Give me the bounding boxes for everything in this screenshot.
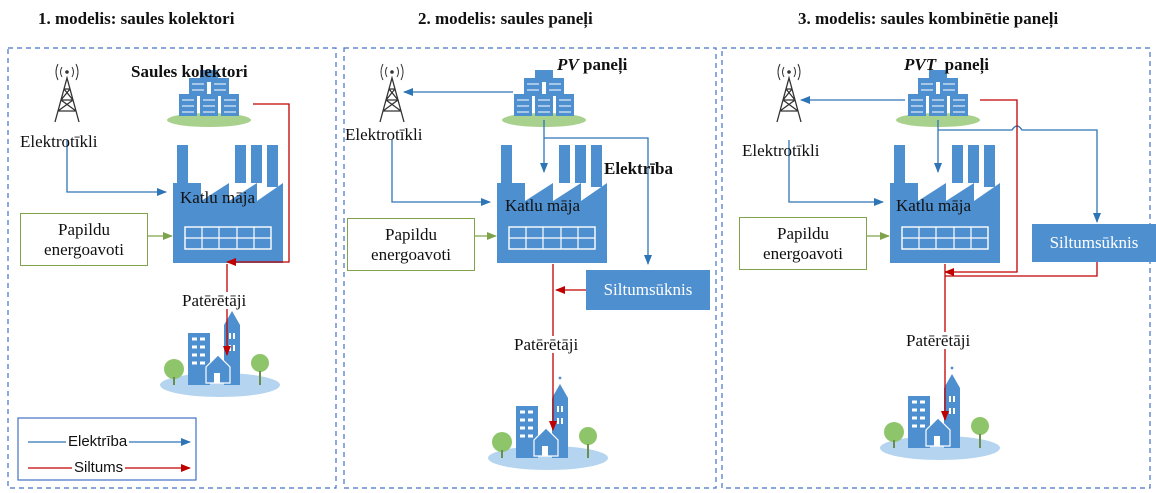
panel-2-title: 2. modelis: saules paneļi bbox=[418, 9, 593, 28]
grid-label: Elektrotīkli bbox=[742, 141, 820, 160]
panel-3-graphics bbox=[776, 63, 1101, 462]
heat-pump-box: Siltumsūknis bbox=[586, 270, 710, 310]
legend-electricity: Elektrība bbox=[66, 433, 130, 450]
consumers-label: Patērētāji bbox=[182, 291, 247, 310]
legend-heat: Siltums bbox=[72, 459, 126, 476]
boiler-house-label: Katlu māja bbox=[896, 196, 972, 215]
grid-label: Elektrotīkli bbox=[345, 125, 423, 144]
pv-panels-icon bbox=[501, 69, 587, 128]
pv-abbrev: PV bbox=[557, 55, 579, 74]
boiler-house-label: Katlu māja bbox=[180, 188, 256, 207]
panel-1-graphics bbox=[54, 63, 290, 399]
heat-pump-label: Siltumsūknis bbox=[603, 280, 693, 300]
consumers-label: Patērētāji bbox=[906, 331, 971, 350]
pvt-panels-label: PVT paneļi bbox=[904, 56, 989, 73]
grid-label: Elektrotīkli bbox=[20, 132, 98, 151]
pvt-panels-icon bbox=[895, 69, 981, 128]
consumers-icon bbox=[486, 375, 610, 472]
grid-tower-icon bbox=[776, 63, 802, 123]
consumers-icon bbox=[158, 302, 282, 399]
consumers-icon bbox=[878, 365, 1002, 462]
heat-pump-box: Siltumsūknis bbox=[1032, 224, 1156, 262]
panel-3-title: 3. modelis: saules kombinētie paneļi bbox=[798, 9, 1059, 28]
solar-collector-label: Saules kolektori bbox=[131, 62, 248, 81]
pv-panels-label: PV paneļi bbox=[557, 56, 627, 73]
heat-pump-label: Siltumsūknis bbox=[1049, 233, 1139, 253]
electricity-label: Elektrība bbox=[604, 159, 673, 178]
pv-panels-word: paneļi bbox=[578, 55, 628, 74]
panel-1-title: 1. modelis: saules kolektori bbox=[38, 9, 235, 28]
consumers-label: Patērētāji bbox=[514, 335, 579, 354]
pvt-panels-word: paneļi bbox=[936, 55, 990, 74]
boiler-house-label: Katlu māja bbox=[505, 196, 581, 215]
pvt-abbrev: PVT bbox=[904, 55, 937, 74]
grid-tower-icon bbox=[54, 63, 80, 123]
grid-tower-icon bbox=[379, 63, 405, 123]
panel-frames bbox=[7, 47, 1151, 489]
